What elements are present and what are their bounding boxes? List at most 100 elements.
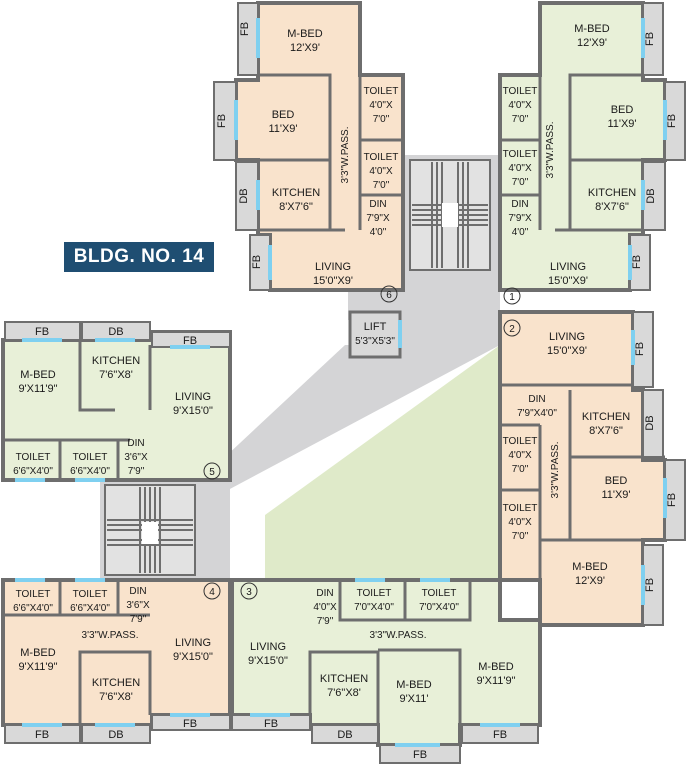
din-dim: 7'9"X [366,213,390,224]
toilet-label: TOILET [503,149,538,160]
toilet-dim: 4'0"X [508,450,532,461]
mbed-dim: 9'X11'9" [476,675,515,687]
fb-label: FB [35,326,49,338]
fb-label: FB [216,114,228,128]
mbed-label: M-BED [287,28,323,40]
toilet-label: TOILET [73,589,108,600]
din-dim: 7'9" [128,466,145,477]
toilet-label: TOILET [16,452,51,463]
kitchen-label: KITCHEN [92,355,140,367]
fb-label: FB [644,32,656,46]
din-label: DIN [129,586,146,597]
mbed-label: M-BED [478,661,514,673]
db-label: DB [645,188,657,203]
kitchen-dim: 8'X7'6" [595,201,629,213]
kitchen-dim: 8'X7'6" [279,201,313,213]
mbed-label: M-BED [574,23,610,35]
fb-label: FB [183,335,197,347]
fb-label: FB [413,749,427,761]
toilet-dim: 7'0" [512,177,529,188]
toilet-dim: 4'0"X [508,163,532,174]
din-dim: 4'0" [512,227,529,238]
mbed-label: M-BED [20,647,56,659]
unit-number: 6 [386,290,392,301]
fb-label: FB [239,22,251,36]
toilet-label: TOILET [357,588,392,599]
toilet-dim: 6'6"X4'0" [13,603,53,614]
unit-number: 2 [509,324,515,335]
toilet-label: TOILET [422,588,457,599]
mbed-label: M-BED [20,369,56,381]
living-dim: 9'X15'0" [173,651,213,663]
lift-dim: 5'3"X5'3" [355,336,395,347]
kitchen-dim: 7'6"X8' [99,369,133,381]
living-dim: 9'X15'0" [248,655,288,667]
din-dim: 7'9"X4'0" [517,408,557,419]
building-title: BLDG. NO. 14 [64,242,214,272]
fb-label: FB [264,718,278,730]
fb-label: FB [644,578,656,592]
toilet-dim: 4'0"X [508,100,532,111]
unit-6: FB FB DB FB M-BED 12'X9' BED 11'X9' KITC… [213,1,405,303]
unit-number: 1 [509,292,515,303]
fb-label: FB [631,255,643,269]
din-label: DIN [316,588,333,599]
wpass-label: 3'3"W.PASS. [550,442,561,499]
living-dim: 9'X15'0" [173,405,213,417]
wpass-label: 3'3"W.PASS. [82,630,139,641]
bed-dim: 11'X9' [268,123,297,135]
din-dim: 7'9"X [508,213,532,224]
din-label: DIN [369,199,386,210]
mbed-dim: 9'X11'9" [18,383,57,395]
living-dim: 15'0"X9' [313,275,353,287]
kitchen-dim: 7'6"X8' [327,687,361,699]
kitchen-dim: 8'X7'6" [589,425,623,437]
bed-dim: 11'X9' [601,489,630,501]
unit-number: 4 [209,587,215,598]
living-label: LIVING [549,331,585,343]
toilet-dim: 7'0"X4'0" [419,602,459,613]
kitchen-dim: 7'6"X8' [99,691,133,703]
mbed-label: M-BED [396,679,432,691]
din-dim: 7'9" [317,616,334,627]
din-dim: 3'6"X [124,452,148,463]
living-label: LIVING [315,261,351,273]
din-label: DIN [528,394,545,405]
mbed-dim: 12'X9' [577,37,607,49]
living-label: LIVING [175,391,211,403]
mbed-label: M-BED [572,561,608,573]
din-dim: 3'6"X [126,600,150,611]
fb-label: FB [493,729,507,741]
toilet-dim: 7'0" [373,180,390,191]
din-dim: 7'9" [130,614,147,625]
toilet-dim: 6'6"X4'0" [13,466,53,477]
garden-area [265,345,500,580]
toilet-label: TOILET [503,503,538,514]
unit-5: FB DB FB M-BED 9'X11'9" KITCHEN 7'6"X8' … [1,321,232,482]
toilet-label: TOILET [364,86,399,97]
db-label: DB [238,188,250,203]
living-label: LIVING [175,637,211,649]
fb-label: FB [634,342,646,356]
mbed-dim: 9'X11'9" [18,661,57,673]
toilet-dim: 6'6"X4'0" [70,603,110,614]
db-label: DB [108,729,123,741]
unit-1: FB FB DB FB M-BED 12'X9' BED 11'X9' KITC… [498,1,686,305]
kitchen-label: KITCHEN [272,187,320,199]
toilet-dim: 6'6"X4'0" [70,466,110,477]
living-label: LIVING [550,261,586,273]
staircase-left [104,484,196,576]
mbed-dim: 12'X9' [290,42,320,54]
fb-label: FB [251,255,263,269]
toilet-label: TOILET [16,589,51,600]
mbed-dim: 9'X11' [399,693,428,705]
lift-label: LIFT [364,321,387,333]
fb-label: FB [183,718,197,730]
unit-number: 5 [209,467,215,478]
kitchen-label: KITCHEN [588,187,636,199]
unit-4: FB DB FB TOILET 6'6"X4'0" TOILET 6'6"X4'… [1,578,232,744]
din-label: DIN [127,438,144,449]
db-label: DB [644,415,656,430]
bed-label: BED [611,104,634,116]
